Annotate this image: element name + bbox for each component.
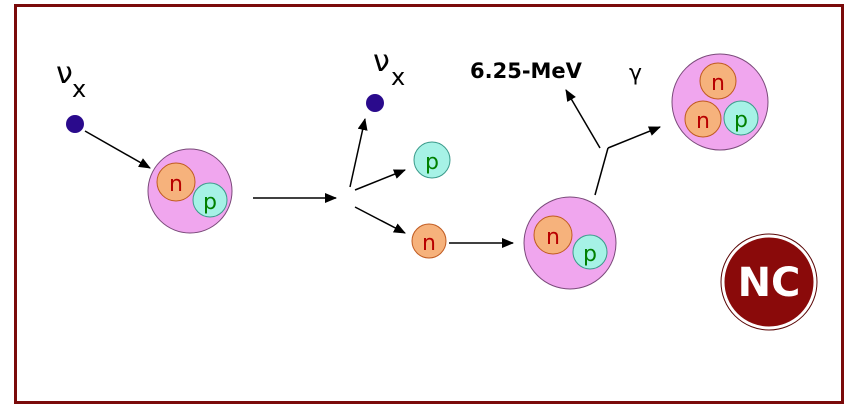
svg-text:n: n [546, 225, 560, 250]
arrow-to-triton [607, 126, 661, 149]
gamma-energy-label: 6.25-MeV [470, 59, 583, 83]
svg-text:x: x [391, 63, 405, 91]
diagram-canvas: ν x n p ν x p n [56, 44, 818, 331]
svg-text:n: n [422, 231, 436, 256]
free-proton: p [413, 141, 451, 179]
triton: n n p [671, 53, 769, 151]
reaction-diagram: ν x n p ν x p n [14, 4, 844, 404]
arrow-up-from-deuteron [594, 147, 609, 196]
deuteron-target: n p [523, 196, 617, 290]
free-neutron: n [411, 223, 447, 259]
incoming-neutrino [66, 115, 84, 133]
arrow-to-gamma [565, 89, 601, 149]
incoming-neutrino-label: ν x [56, 56, 86, 103]
svg-text:p: p [203, 190, 217, 215]
svg-text:NC: NC [738, 260, 801, 306]
svg-text:n: n [711, 71, 725, 96]
svg-text:ν: ν [373, 44, 390, 79]
outgoing-neutrino [366, 94, 384, 112]
outgoing-neutrino-label: ν x [373, 44, 405, 91]
deuteron-initial: n p [147, 148, 233, 234]
svg-text:n: n [696, 109, 710, 134]
svg-text:p: p [734, 108, 748, 133]
nc-badge: NC [720, 233, 818, 331]
arrow-neutrino-to-deuteron [84, 130, 151, 169]
arrow-to-proton [354, 169, 406, 191]
svg-text:n: n [169, 172, 183, 197]
svg-text:p: p [583, 242, 597, 267]
svg-text:ν: ν [56, 56, 73, 91]
arrow-to-outgoing-neutrino [349, 118, 368, 188]
gamma-symbol: γ [629, 61, 642, 86]
svg-text:x: x [72, 75, 86, 103]
arrow-to-neutron [354, 206, 406, 234]
svg-text:p: p [425, 150, 439, 175]
